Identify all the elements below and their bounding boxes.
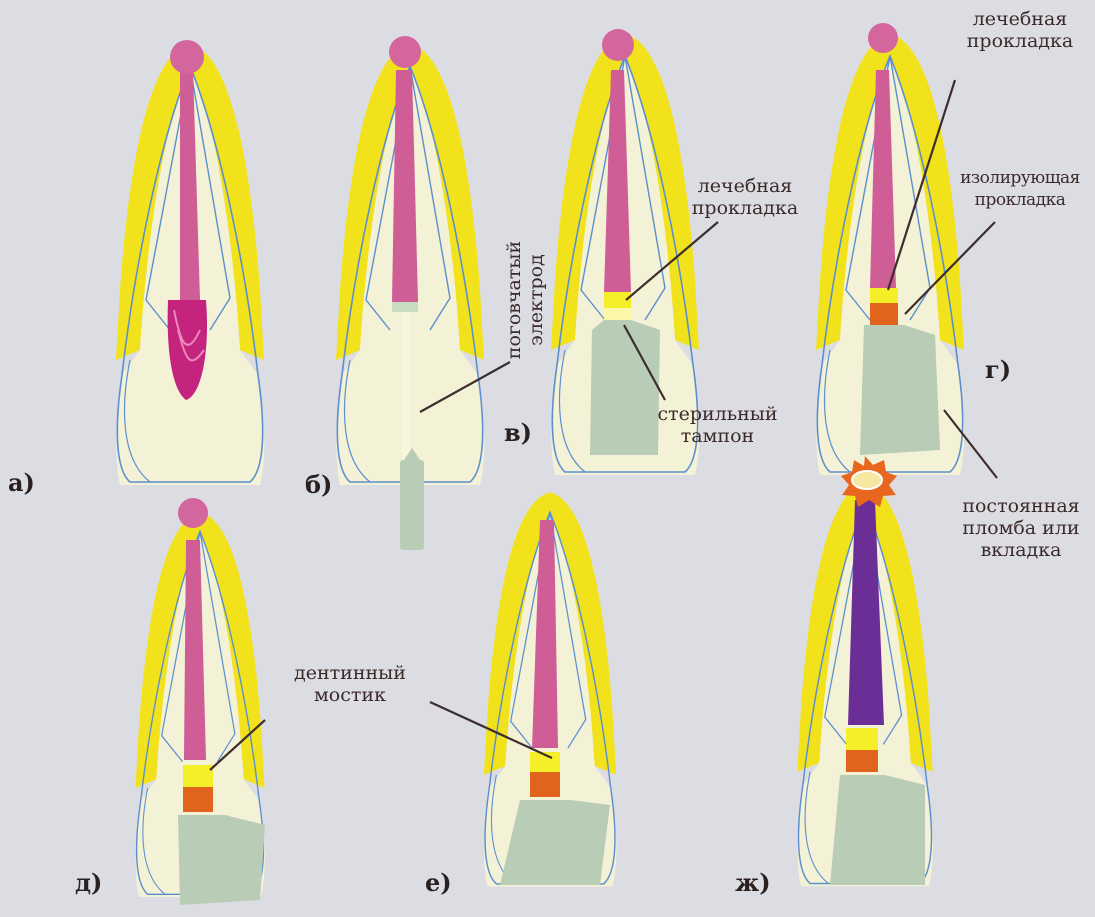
- label-insulating-liner-line2: прокладка: [955, 189, 1085, 211]
- panel-letter-d: д): [75, 868, 102, 897]
- tooth-d: [135, 498, 265, 905]
- label-healing-liner-v-line2: прокладка: [680, 197, 810, 219]
- tooth-zh: [797, 456, 933, 886]
- label-healing-liner-g: лечебная прокладка: [955, 8, 1085, 52]
- label-insulating-liner-line1: изолирующая: [955, 167, 1085, 189]
- panel-letter-zh: ж): [735, 868, 771, 897]
- label-electrode: поговчатый электрод: [503, 230, 547, 370]
- label-sterile-swab-line1: стерильный: [655, 403, 780, 425]
- label-healing-liner-g-line2: прокладка: [955, 30, 1085, 52]
- panel-letter-g: г): [985, 355, 1011, 384]
- tooth-e: [484, 493, 617, 887]
- label-permanent-filling-line2: пломба или: [955, 517, 1087, 539]
- panel-letter-e: е): [425, 868, 452, 897]
- tooth-g: [816, 23, 964, 475]
- label-sterile-swab: стерильный тампон: [655, 403, 780, 447]
- label-dentin-bridge: дентинный мостик: [285, 662, 415, 706]
- panel-letter-b: б): [305, 470, 332, 499]
- label-permanent-filling: постоянная пломба или вкладка: [955, 495, 1087, 561]
- label-insulating-liner: изолирующая прокладка: [955, 167, 1085, 211]
- label-dentin-bridge-line1: дентинный: [285, 662, 415, 684]
- panel-letter-a: а): [8, 468, 35, 497]
- label-permanent-filling-line1: постоянная: [955, 495, 1087, 517]
- tooth-b: [336, 36, 484, 550]
- panel-letter-v: в): [504, 418, 532, 447]
- label-healing-liner-g-line1: лечебная: [955, 8, 1085, 30]
- label-healing-liner-v-line1: лечебная: [680, 175, 810, 197]
- label-healing-liner-v: лечебная прокладка: [680, 175, 810, 219]
- label-electrode-line2: электрод: [525, 230, 547, 370]
- tooth-a: [116, 40, 264, 485]
- label-permanent-filling-line3: вкладка: [955, 539, 1087, 561]
- label-dentin-bridge-line2: мостик: [285, 684, 415, 706]
- label-electrode-line1: поговчатый: [503, 230, 525, 370]
- label-sterile-swab-line2: тампон: [655, 425, 780, 447]
